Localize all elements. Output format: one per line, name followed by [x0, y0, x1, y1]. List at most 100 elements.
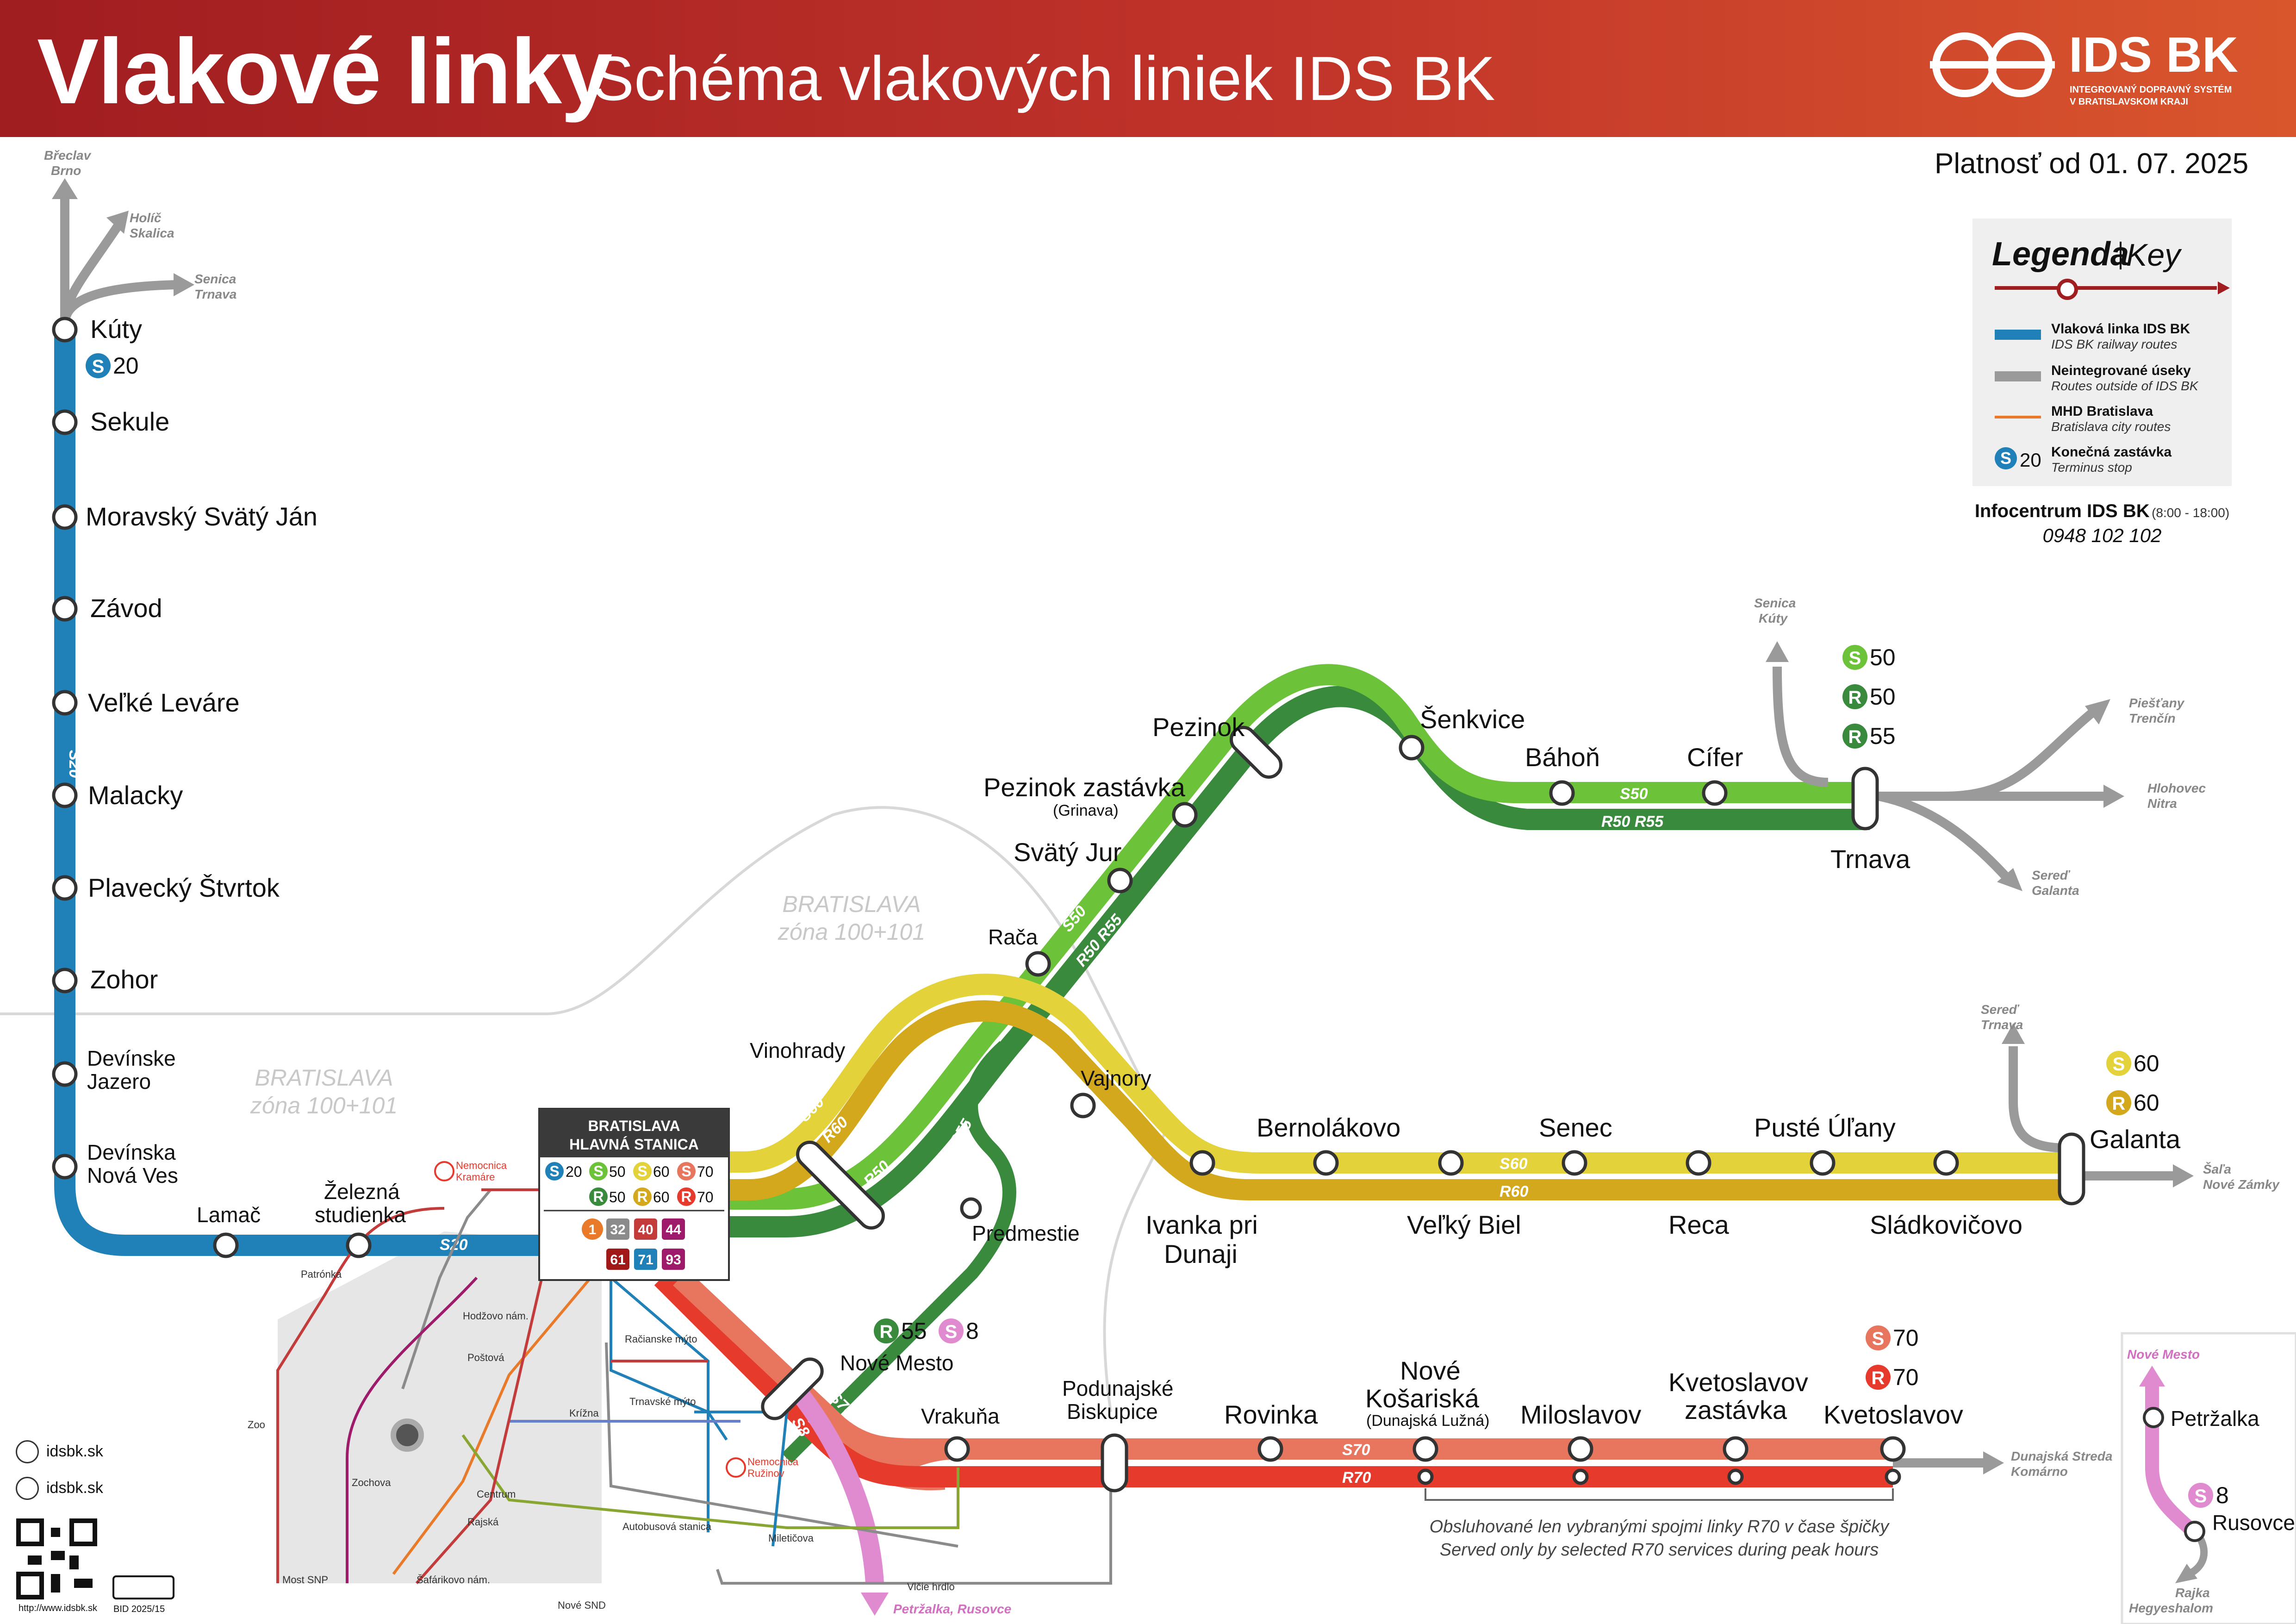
station-svaty-jur: Svätý Jur	[1014, 837, 1121, 867]
header-bar: Vlakové linky Schéma vlakových liniek ID…	[0, 0, 2296, 137]
mhd-stop-safarikovo: Šafárikovo nám.	[417, 1574, 490, 1586]
badge-number: 60	[2134, 1050, 2159, 1076]
castle-icon	[391, 1418, 424, 1452]
station-nova-kosariska-2: Košariská	[1365, 1384, 1480, 1413]
hl-n20: 20	[566, 1163, 582, 1180]
badge-number: 8	[2216, 1482, 2229, 1508]
line-label-s60-diag: S60	[1025, 1050, 1057, 1083]
bid-caption: BID 2025/15	[113, 1604, 165, 1614]
badge-letter: S	[1849, 648, 1861, 668]
hl-st-name-2: HLAVNÁ STANICA	[569, 1136, 699, 1153]
legend-label: Vlaková linka IDS BK	[2051, 321, 2190, 337]
validity-date: Platnosť od 01. 07. 2025	[1935, 148, 2249, 180]
mhd-stop-zoo: Zoo	[248, 1419, 265, 1430]
dest-sala-1: Šaľa	[2203, 1162, 2231, 1176]
infocentrum: Infocentrum IDS BK (8:00 - 18:00) 0948 1…	[1972, 501, 2232, 547]
badge-number: 50	[1870, 684, 1896, 710]
station-devinska-nv-1: Devínska	[87, 1140, 176, 1164]
line-label-s60: S60	[1500, 1155, 1528, 1173]
gray-routes-north	[60, 194, 176, 329]
dest-holic-1: Holíč	[130, 211, 162, 225]
station-podunajske-1: Podunajské	[1062, 1376, 1173, 1400]
station-plavecky-stvrtok: Plavecký Štvrtok	[88, 873, 280, 902]
station-dots	[52, 317, 1959, 1485]
line-label-r60-diag: R60	[1006, 1074, 1039, 1106]
station-trnava: Trnava	[1830, 844, 1910, 874]
dest-rajka-1: Rajka	[2175, 1586, 2210, 1600]
badge-number: 20	[113, 353, 139, 379]
legend-swatch	[1995, 416, 2041, 418]
zone-label-north: BRATISLAVA	[782, 891, 921, 917]
station-nove-mesto: Nové Mesto	[840, 1351, 953, 1375]
mhd-stop-autobusova: Autobusová stanica	[622, 1521, 712, 1532]
s8-inset: Nové Mesto Petržalka S 8 Rusovce Rajka H…	[2121, 1332, 2296, 1624]
station-bahon: Báhoň	[1525, 743, 1600, 772]
station-sekule: Sekule	[90, 407, 169, 436]
station-pezinok-zastavka: Pezinok zastávka	[983, 773, 1186, 802]
line-s20	[54, 330, 546, 1256]
mhd-stop-nove-snd: Nové SND	[558, 1599, 606, 1611]
facebook-link[interactable]: idsbk.sk	[46, 1443, 103, 1460]
station-miloslavov: Miloslavov	[1520, 1400, 1641, 1429]
station-podunajske-2: Biskupice	[1067, 1399, 1158, 1424]
hospital-1: Nemocnica	[456, 1160, 507, 1171]
station-raca: Rača	[988, 925, 1038, 949]
infocentrum-title: Infocentrum IDS BK	[1974, 501, 2150, 521]
station-devinske-jazero-1: Devínske	[87, 1046, 176, 1070]
line-s8	[789, 1383, 884, 1584]
dest-hlohovec-1: Hlohovec	[2147, 781, 2206, 795]
station-senec: Senec	[1539, 1113, 1612, 1142]
cc-license-icon	[112, 1575, 174, 1599]
legend-label: Konečná zastávka	[2051, 444, 2172, 460]
badge-letter: S	[2113, 1054, 2125, 1074]
dest-piestany-2: Trenčín	[2129, 711, 2176, 725]
legend-sub: IDS BK railway routes	[2051, 337, 2178, 351]
dest-senica-1: Senica	[194, 272, 236, 286]
hl-n60: 60	[653, 1163, 670, 1180]
zone-boundary	[0, 806, 1168, 1412]
mhd-stop-krizna: Krížna	[569, 1407, 599, 1419]
terminus-badge-s20: S 20	[86, 353, 139, 379]
dest-senica-k-1: Senica	[1754, 596, 1796, 610]
station-zelezna-2: studienka	[315, 1203, 406, 1227]
qr-code[interactable]	[16, 1518, 97, 1599]
globe-icon[interactable]	[16, 1477, 39, 1500]
dest-dunajska-2: Komárno	[2011, 1464, 2068, 1479]
hl-badge-r: R	[681, 1188, 691, 1205]
infocentrum-phone[interactable]: 0948 102 102	[2042, 525, 2162, 546]
hospital-icon	[726, 1457, 746, 1478]
legend-item: MHD Bratislava Bratislava city routes	[1995, 404, 2226, 436]
station-ivanka-1: Ivanka pri	[1145, 1210, 1258, 1239]
mhd-network	[276, 1188, 1112, 1585]
badge-letter: R	[1872, 1368, 1885, 1388]
badge-number: 60	[2134, 1090, 2159, 1116]
station-puste-ulany: Pusté Úľany	[1754, 1113, 1896, 1142]
mhd-stop-hodzovo: Hodžovo nám.	[463, 1310, 529, 1322]
mhd-stop-zochova: Zochova	[352, 1477, 391, 1488]
hl-r50: 50	[609, 1189, 626, 1206]
line-label-r70: R70	[1342, 1469, 1371, 1487]
dest-dunajska-1: Dunajská Streda	[2011, 1449, 2112, 1463]
hlavna-stanica-box[interactable]: BRATISLAVA HLAVNÁ STANICA S 20 S 50 S 60…	[538, 1108, 730, 1281]
mhd-num: 40	[638, 1222, 653, 1237]
terminus-badges-kvetoslavov: S 70 R 70	[1866, 1325, 1919, 1390]
zone-sub-west: zóna 100+101	[250, 1093, 398, 1118]
legend-rule	[1995, 286, 2217, 290]
line-s50	[727, 664, 1870, 1210]
station-reca: Reca	[1668, 1210, 1730, 1239]
web-link[interactable]: idsbk.sk	[46, 1479, 103, 1497]
legend-label: MHD Bratislava	[2051, 404, 2153, 419]
hospital-icon	[434, 1161, 454, 1181]
badge-number: 70	[1893, 1325, 1919, 1351]
station-kvetoslavov-z-1: Kvetoslavov	[1668, 1368, 1808, 1397]
station-malacky: Malacky	[88, 781, 183, 810]
hl-r60: 60	[653, 1189, 670, 1206]
line-label-s50: S50	[1620, 785, 1648, 803]
facebook-icon[interactable]	[16, 1440, 39, 1463]
station-sladkovicovo: Sládkovičovo	[1870, 1210, 2022, 1239]
dest-sered-1: Sereď	[2032, 868, 2071, 882]
legend-item: Neintegrované úseky Routes outside of ID…	[1995, 363, 2226, 395]
badge-number: 55	[1870, 723, 1896, 749]
legend-sub: Bratislava city routes	[2051, 419, 2171, 434]
peak-note-sk: Obsluhované len vybranými spojmi linky R…	[1430, 1517, 1890, 1537]
